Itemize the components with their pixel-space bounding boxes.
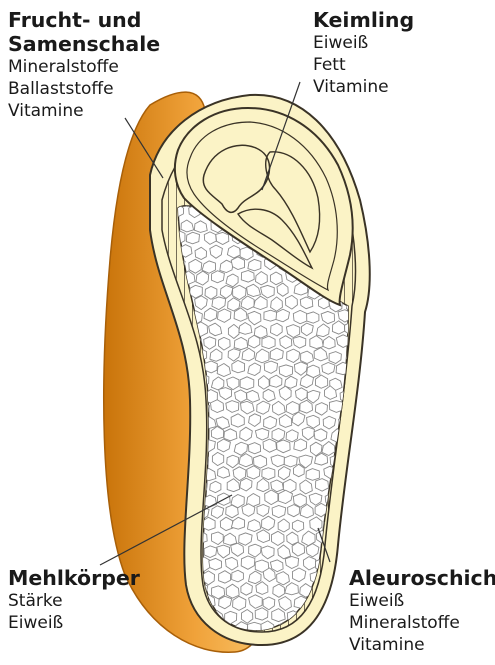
endosperm-cell (332, 584, 344, 596)
endosperm-cell (362, 530, 375, 543)
label-aleurone-item: Mineralstoffe (349, 612, 495, 634)
label-aleurone: Aleuroschicht Eiweiß Mineralstoffe Vitam… (349, 566, 495, 656)
label-seed-coat-title-2: Samenschale (8, 32, 160, 56)
endosperm-cell (346, 479, 359, 492)
endosperm-cell (284, 456, 297, 467)
label-germ-title: Keimling (313, 8, 414, 32)
label-germ-item: Fett (313, 54, 414, 76)
endosperm-cell (262, 468, 275, 480)
endosperm-cell (336, 595, 349, 608)
endosperm-cell (293, 310, 307, 323)
label-seed-coat-item: Vitamine (8, 100, 160, 122)
label-endosperm-item: Stärke (8, 590, 140, 612)
label-seed-coat-item: Mineralstoffe (8, 56, 160, 78)
label-germ-item: Vitamine (313, 76, 414, 98)
endosperm-cell (249, 443, 261, 454)
endosperm-cell (353, 439, 365, 453)
label-endosperm: Mehlkörper Stärke Eiweiß (8, 566, 140, 634)
endosperm-cell (370, 544, 383, 556)
endosperm-cell (361, 481, 374, 494)
endosperm-cell (361, 401, 373, 413)
label-seed-coat-title-1: Frucht- und (8, 8, 160, 32)
endosperm-cell (351, 466, 364, 480)
endosperm-cell (361, 348, 374, 363)
endosperm-cell (361, 429, 374, 441)
endosperm-cell (330, 608, 343, 620)
label-endosperm-title: Mehlkörper (8, 566, 140, 590)
label-aleurone-item: Vitamine (349, 634, 495, 656)
endosperm-cell (306, 469, 319, 481)
label-endosperm-item: Eiweiß (8, 612, 140, 634)
endosperm-cell (369, 493, 382, 506)
endosperm-cell (277, 440, 291, 453)
endosperm-cell (241, 271, 254, 283)
endosperm-cell (371, 311, 383, 323)
endosperm-cell (369, 206, 382, 218)
endosperm-cell (264, 310, 277, 321)
endosperm-cell (368, 519, 381, 532)
endosperm-cell (240, 377, 254, 390)
endosperm-cell (345, 532, 356, 546)
endosperm-cell (370, 390, 382, 402)
endosperm-cell (367, 231, 380, 244)
endosperm-cell (359, 375, 372, 386)
endosperm-cell (232, 570, 244, 582)
endosperm-cell (307, 312, 319, 323)
endosperm-cell (362, 505, 375, 519)
label-germ-item: Eiweiß (313, 32, 414, 54)
endosperm-cell (324, 624, 337, 636)
label-seed-coat: Frucht- und Samenschale Mineralstoffe Ba… (8, 8, 160, 122)
endosperm-cell (186, 232, 199, 244)
label-aleurone-title: Aleuroschicht (349, 566, 495, 590)
endosperm-cell (314, 429, 327, 441)
label-germ: Keimling Eiweiß Fett Vitamine (313, 8, 414, 98)
endosperm-cell (205, 361, 218, 373)
endosperm-cell (367, 360, 380, 373)
endosperm-cell (316, 479, 329, 492)
endosperm-cell (353, 516, 366, 530)
endosperm-cell (224, 429, 237, 441)
endosperm-cell (369, 442, 381, 456)
label-aleurone-item: Eiweiß (349, 590, 495, 612)
label-seed-coat-item: Ballaststoffe (8, 78, 160, 100)
endosperm-cell (262, 336, 275, 349)
endosperm-cell (352, 491, 365, 503)
endosperm-cell (212, 271, 225, 283)
endosperm-cell (209, 558, 222, 570)
endosperm-cell (367, 465, 380, 478)
endosperm-cell (254, 455, 267, 468)
endosperm-cell (368, 414, 381, 428)
endosperm-cell (344, 506, 357, 519)
endosperm-cell (359, 453, 372, 465)
endosperm-cell (329, 401, 343, 413)
endosperm-cell (366, 338, 379, 351)
endosperm-cell (353, 546, 366, 558)
